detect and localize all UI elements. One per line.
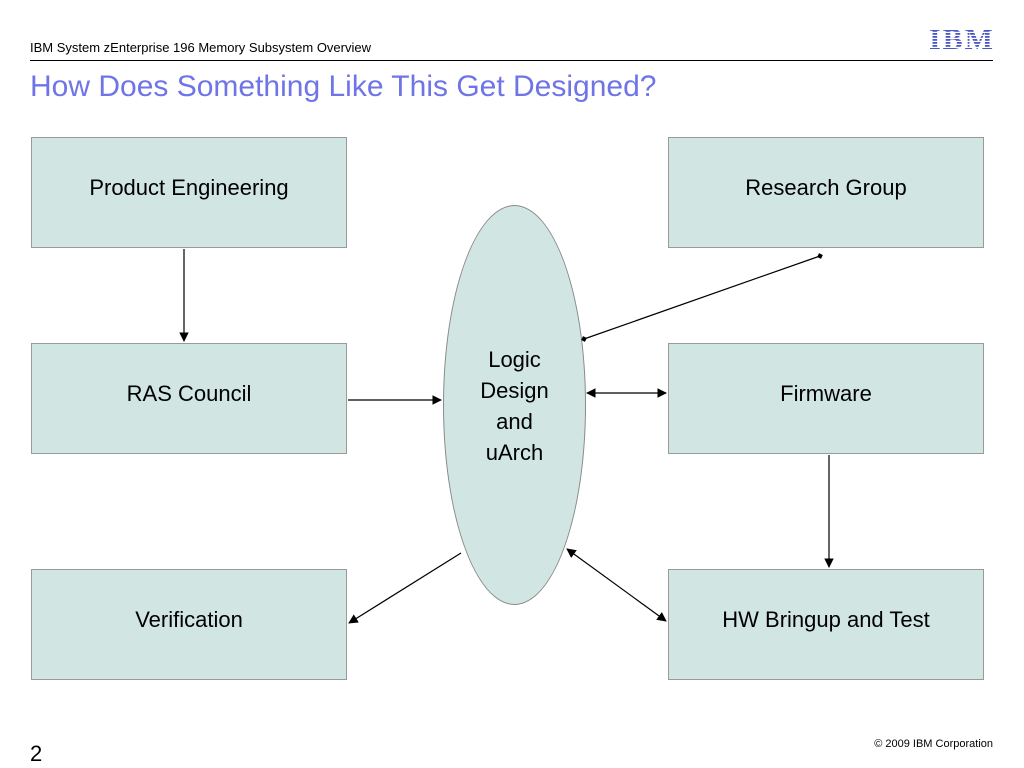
center-label-line: Logic	[488, 347, 541, 372]
node-firmware: Firmware	[668, 343, 984, 454]
node-hw-bringup: HW Bringup and Test	[668, 569, 984, 680]
arrow-logic-to-verification	[348, 552, 462, 624]
slide-title: How Does Something Like This Get Designe…	[30, 70, 657, 103]
ibm-logo: IBM	[929, 24, 993, 52]
node-ras-council: RAS Council	[31, 343, 347, 454]
center-label-line: and	[496, 409, 533, 434]
arrow-logic-hw	[566, 548, 667, 622]
node-label: Firmware	[780, 380, 872, 406]
node-product-engineering: Product Engineering	[31, 137, 347, 248]
node-label: Research Group	[745, 174, 907, 200]
svg-text:IBM: IBM	[929, 24, 993, 52]
node-label: RAS Council	[126, 380, 252, 406]
node-label: Verification	[135, 606, 243, 632]
center-label: Logic Design and uArch	[443, 344, 586, 468]
node-label: Product Engineering	[89, 174, 289, 200]
page-number: 2	[30, 741, 43, 766]
node-verification: Verification	[31, 569, 347, 680]
center-label-line: Design	[480, 378, 549, 403]
node-research-group: Research Group	[668, 137, 984, 248]
header-divider	[30, 60, 993, 61]
node-logic-design-uarch	[443, 205, 586, 605]
node-label: HW Bringup and Test	[722, 606, 930, 632]
arrow-research-to-logic	[581, 253, 823, 342]
copyright-text: © 2009 IBM Corporation	[874, 738, 993, 750]
slide-header-text: IBM System zEnterprise 196 Memory Subsys…	[30, 40, 371, 55]
center-label-line: uArch	[485, 440, 544, 465]
